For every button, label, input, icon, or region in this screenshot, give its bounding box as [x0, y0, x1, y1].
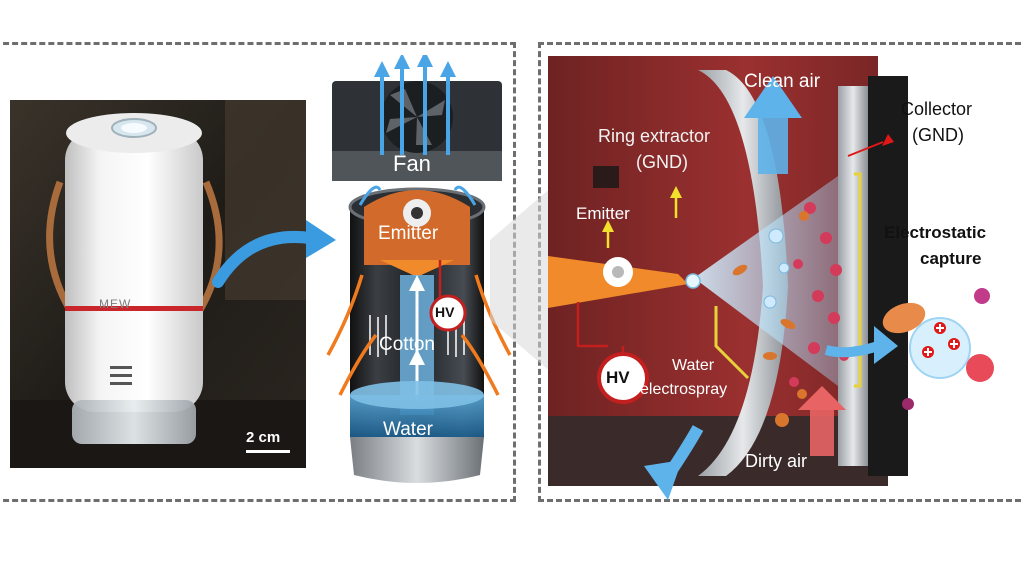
electrostatic-capture-label: Electrostatic	[884, 223, 987, 242]
collector-label: Collector	[901, 99, 973, 119]
hv-label-schematic: HV	[435, 304, 455, 320]
water-label: Water	[383, 419, 433, 440]
scale-bar-label: 2 cm	[246, 429, 281, 446]
mechanism-diagram	[548, 56, 994, 500]
ring-extractor-label: Ring extractor	[598, 126, 711, 146]
device-brand-text: MEW	[99, 297, 132, 311]
hv-label-mechanism: HV	[606, 368, 630, 387]
dirty-air-label: Dirty air	[745, 451, 807, 471]
collector-gnd-label: (GND)	[912, 125, 964, 145]
emitter-label-mechanism: Emitter	[576, 204, 630, 223]
electrostatic-capture-label-2: capture	[920, 249, 982, 268]
water-electrospray-label-2: electrospray	[640, 381, 728, 398]
device-schematic	[326, 55, 512, 483]
clean-air-label: Clean air	[744, 71, 821, 92]
photo-to-schematic-arrow	[212, 220, 336, 288]
cotton-label: Cotton	[379, 334, 435, 355]
water-electrospray-label: Water	[672, 357, 715, 374]
device-photo	[10, 100, 306, 468]
zoom-cone	[490, 180, 560, 380]
ring-extractor-gnd-label: (GND)	[636, 152, 688, 172]
fan-label: Fan	[393, 151, 431, 176]
emitter-label-schematic: Emitter	[378, 223, 439, 244]
